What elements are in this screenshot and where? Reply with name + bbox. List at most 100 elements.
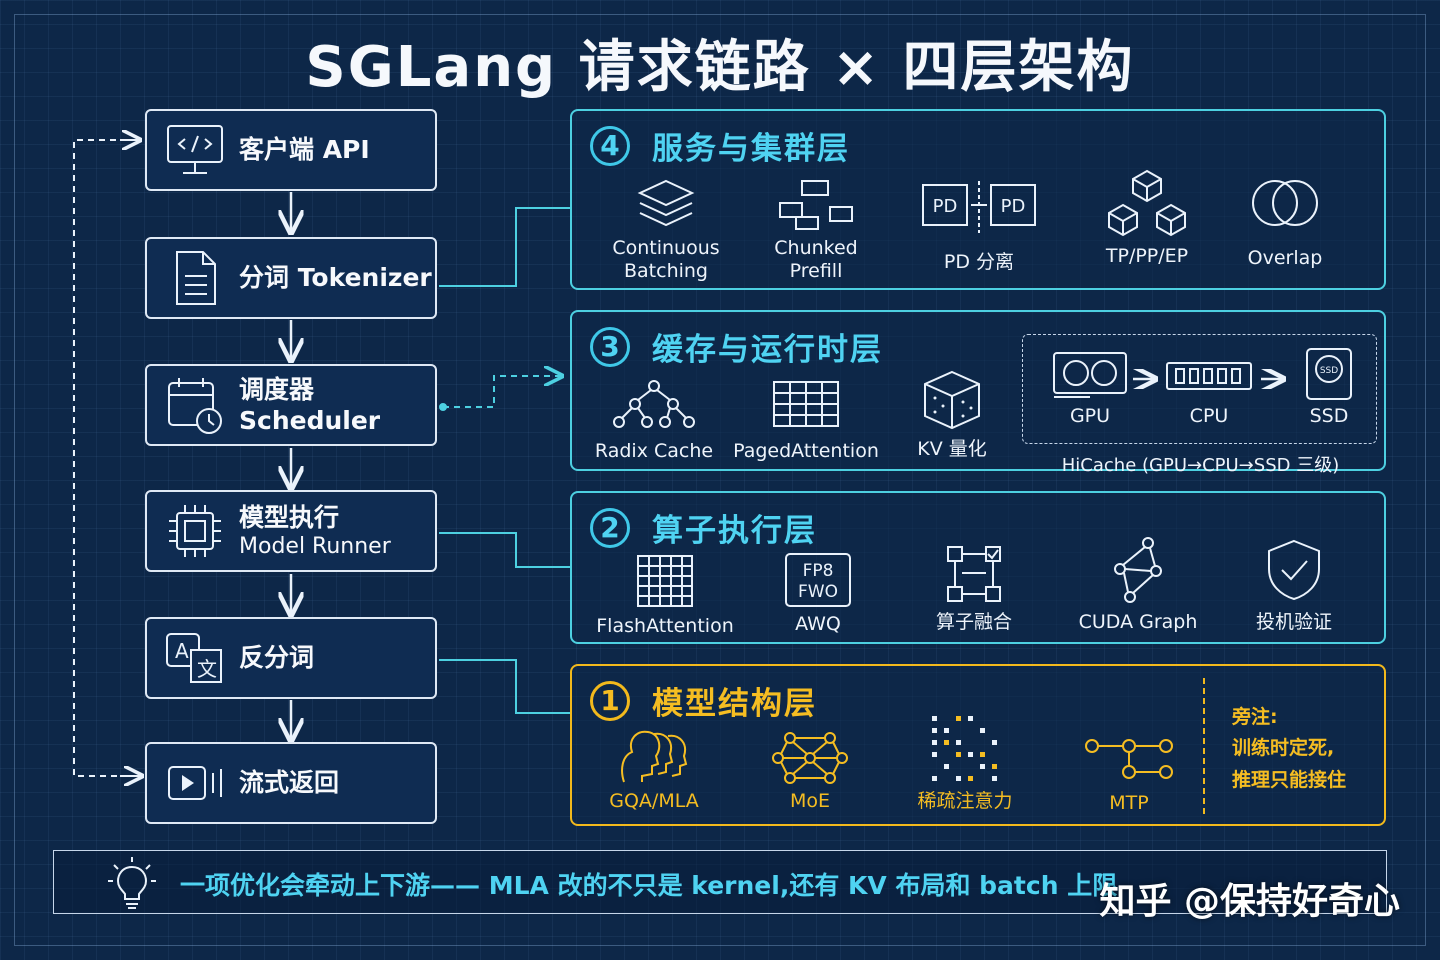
arrow-right-icon: [1133, 369, 1161, 389]
item-flash-attention: FlashAttention: [592, 553, 738, 638]
pd-split-icon: PD PD: [922, 181, 1036, 233]
item-mtp: MTP: [1074, 732, 1184, 815]
item-label-2: Prefill: [789, 259, 843, 282]
layer-number: 4: [590, 125, 630, 166]
hicache-gpu: GPU: [1043, 349, 1137, 428]
step-tokenizer[interactable]: 分词 Tokenizer: [145, 237, 437, 319]
pd-box-2: PD: [1001, 196, 1026, 217]
heads-icon: [621, 730, 688, 783]
item-label: FlashAttention: [596, 615, 734, 637]
chip-text-2: FWO: [798, 582, 838, 602]
item-label: TP/PP/EP: [1105, 245, 1189, 267]
step-scheduler[interactable]: 调度器 Scheduler: [145, 364, 437, 446]
outer-frame: [14, 14, 1426, 946]
step-label: 客户端 API: [239, 135, 370, 165]
layer-1-model-structure: 1 模型结构层 GQA/MLA MoE: [570, 664, 1386, 826]
translate-icon: A 文: [166, 633, 222, 683]
item-gqa-mla: GQA/MLA: [594, 726, 714, 813]
item-pd-split: PD PD PD 分离: [914, 181, 1044, 274]
side-note: 旁注: 训练时定死, 推理只能接住: [1232, 702, 1346, 796]
graph-nodes-icon: [1114, 537, 1162, 603]
step-stream-return[interactable]: 流式返回: [145, 742, 437, 824]
item-label: Overlap: [1247, 247, 1323, 269]
radix-tree-icon: [613, 380, 695, 428]
step-detokenizer[interactable]: A 文 反分词: [145, 617, 437, 699]
layer-header: 1 模型结构层: [590, 678, 817, 723]
item-label: MoE: [789, 790, 831, 812]
fp8-chip-icon: FP8 FWO: [785, 553, 851, 607]
overlap-circles-icon: [1252, 180, 1318, 226]
fusion-icon: [947, 546, 1001, 602]
cubes-network-icon: [1108, 169, 1186, 237]
grid-icon: [637, 555, 693, 607]
item-continuous-batching: Continuous Batching: [606, 177, 726, 283]
item-label: PD 分离: [943, 251, 1015, 273]
item-label: KV 量化: [917, 438, 987, 460]
lightbulb-icon: [108, 857, 156, 909]
quant-cube-icon: [924, 370, 980, 430]
watermark: 知乎 @保持好奇心: [1099, 881, 1400, 922]
step-client-api[interactable]: 客户端 API: [145, 109, 437, 191]
svg-text:文: 文: [197, 657, 217, 681]
stream-play-icon: [168, 766, 222, 800]
note-divider: [1203, 678, 1205, 818]
item-label-2: Batching: [624, 259, 708, 282]
mtp-chain-icon: [1085, 739, 1173, 779]
sparse-dots-icon: [932, 716, 997, 781]
ram-stick-icon: [1166, 362, 1252, 390]
calendar-clock-icon: [168, 378, 222, 434]
item-label: Chunked: [774, 237, 858, 259]
layer-name: 服务与集群层: [652, 131, 850, 167]
step-label-sub: Model Runner: [239, 533, 391, 559]
bottom-banner: 一项优化会牵动上下游—— MLA 改的不只是 kernel,还有 KV 布局和 …: [53, 850, 1387, 914]
layer-name: 缓存与运行时层: [652, 332, 883, 368]
item-label: CUDA Graph: [1078, 611, 1198, 633]
layer-number: 1: [590, 680, 630, 721]
code-monitor-icon: [167, 125, 223, 174]
step-label-main: 模型执行: [239, 502, 340, 532]
stack-layers-icon: [637, 179, 695, 227]
hicache-box: GPU CPU SSD SSD HiCache (GPU→CPU→SSD 三级): [1022, 334, 1377, 476]
layer-name: 模型结构层: [652, 686, 817, 722]
layer-4-service-cluster: 4 服务与集群层 Continuous Batching Chunked Pre…: [570, 109, 1386, 290]
step-label: 反分词: [239, 643, 315, 673]
gpu-card-icon: [1053, 352, 1127, 398]
note-line-1: 训练时定死,: [1232, 737, 1335, 760]
ssd-drive-icon: SSD: [1306, 348, 1352, 400]
step-model-runner[interactable]: 模型执行 Model Runner: [145, 490, 437, 572]
step-label: 分词 Tokenizer: [239, 263, 432, 293]
paged-table-icon: [773, 381, 839, 427]
layer-header: 2 算子执行层: [590, 505, 817, 550]
moe-network-icon: [772, 732, 848, 784]
layer-name: 算子执行层: [652, 513, 817, 549]
hicache-ssd: SSD SSD: [1291, 345, 1367, 428]
item-label: Radix Cache: [594, 440, 714, 462]
step-label: 调度器 Scheduler: [239, 374, 381, 435]
item-kv-quant: KV 量化: [904, 368, 1000, 461]
step-label: 流式返回: [239, 768, 340, 798]
item-chunked-prefill: Chunked Prefill: [756, 177, 876, 283]
chunk-blocks-icon: [779, 180, 853, 230]
gpu-label: GPU: [1069, 405, 1111, 427]
note-line-2: 推理只能接住: [1232, 768, 1347, 791]
item-cuda-graph: CUDA Graph: [1072, 535, 1204, 634]
item-label: 投机验证: [1255, 611, 1332, 633]
item-tp-pp-ep: TP/PP/EP: [1082, 167, 1212, 268]
arrow-right-icon: [1261, 369, 1289, 389]
item-label: 稀疏注意力: [917, 790, 1013, 812]
chip-icon: [169, 505, 221, 557]
shield-check-icon: [1268, 539, 1320, 601]
step-label: 模型执行 Model Runner: [239, 502, 391, 561]
ssd-tag: SSD: [1320, 366, 1338, 376]
pd-box-1: PD: [933, 196, 958, 217]
bottom-summary-text: 一项优化会牵动上下游—— MLA 改的不只是 kernel,还有 KV 布局和 …: [180, 871, 1118, 900]
item-paged-attention: PagedAttention: [732, 378, 880, 463]
document-icon: [176, 251, 216, 305]
item-moe: MoE: [750, 728, 870, 813]
svg-text:A: A: [175, 639, 189, 663]
page-title: SGLang 请求链路 × 四层架构: [305, 35, 1135, 100]
layer-2-operator: 2 算子执行层 FlashAttention FP8 FWO AWQ 算子融合 …: [570, 491, 1386, 644]
item-overlap: Overlap: [1228, 177, 1342, 270]
layer-3-cache-runtime: 3 缓存与运行时层 Radix Cache PagedAttention KV …: [570, 310, 1386, 476]
